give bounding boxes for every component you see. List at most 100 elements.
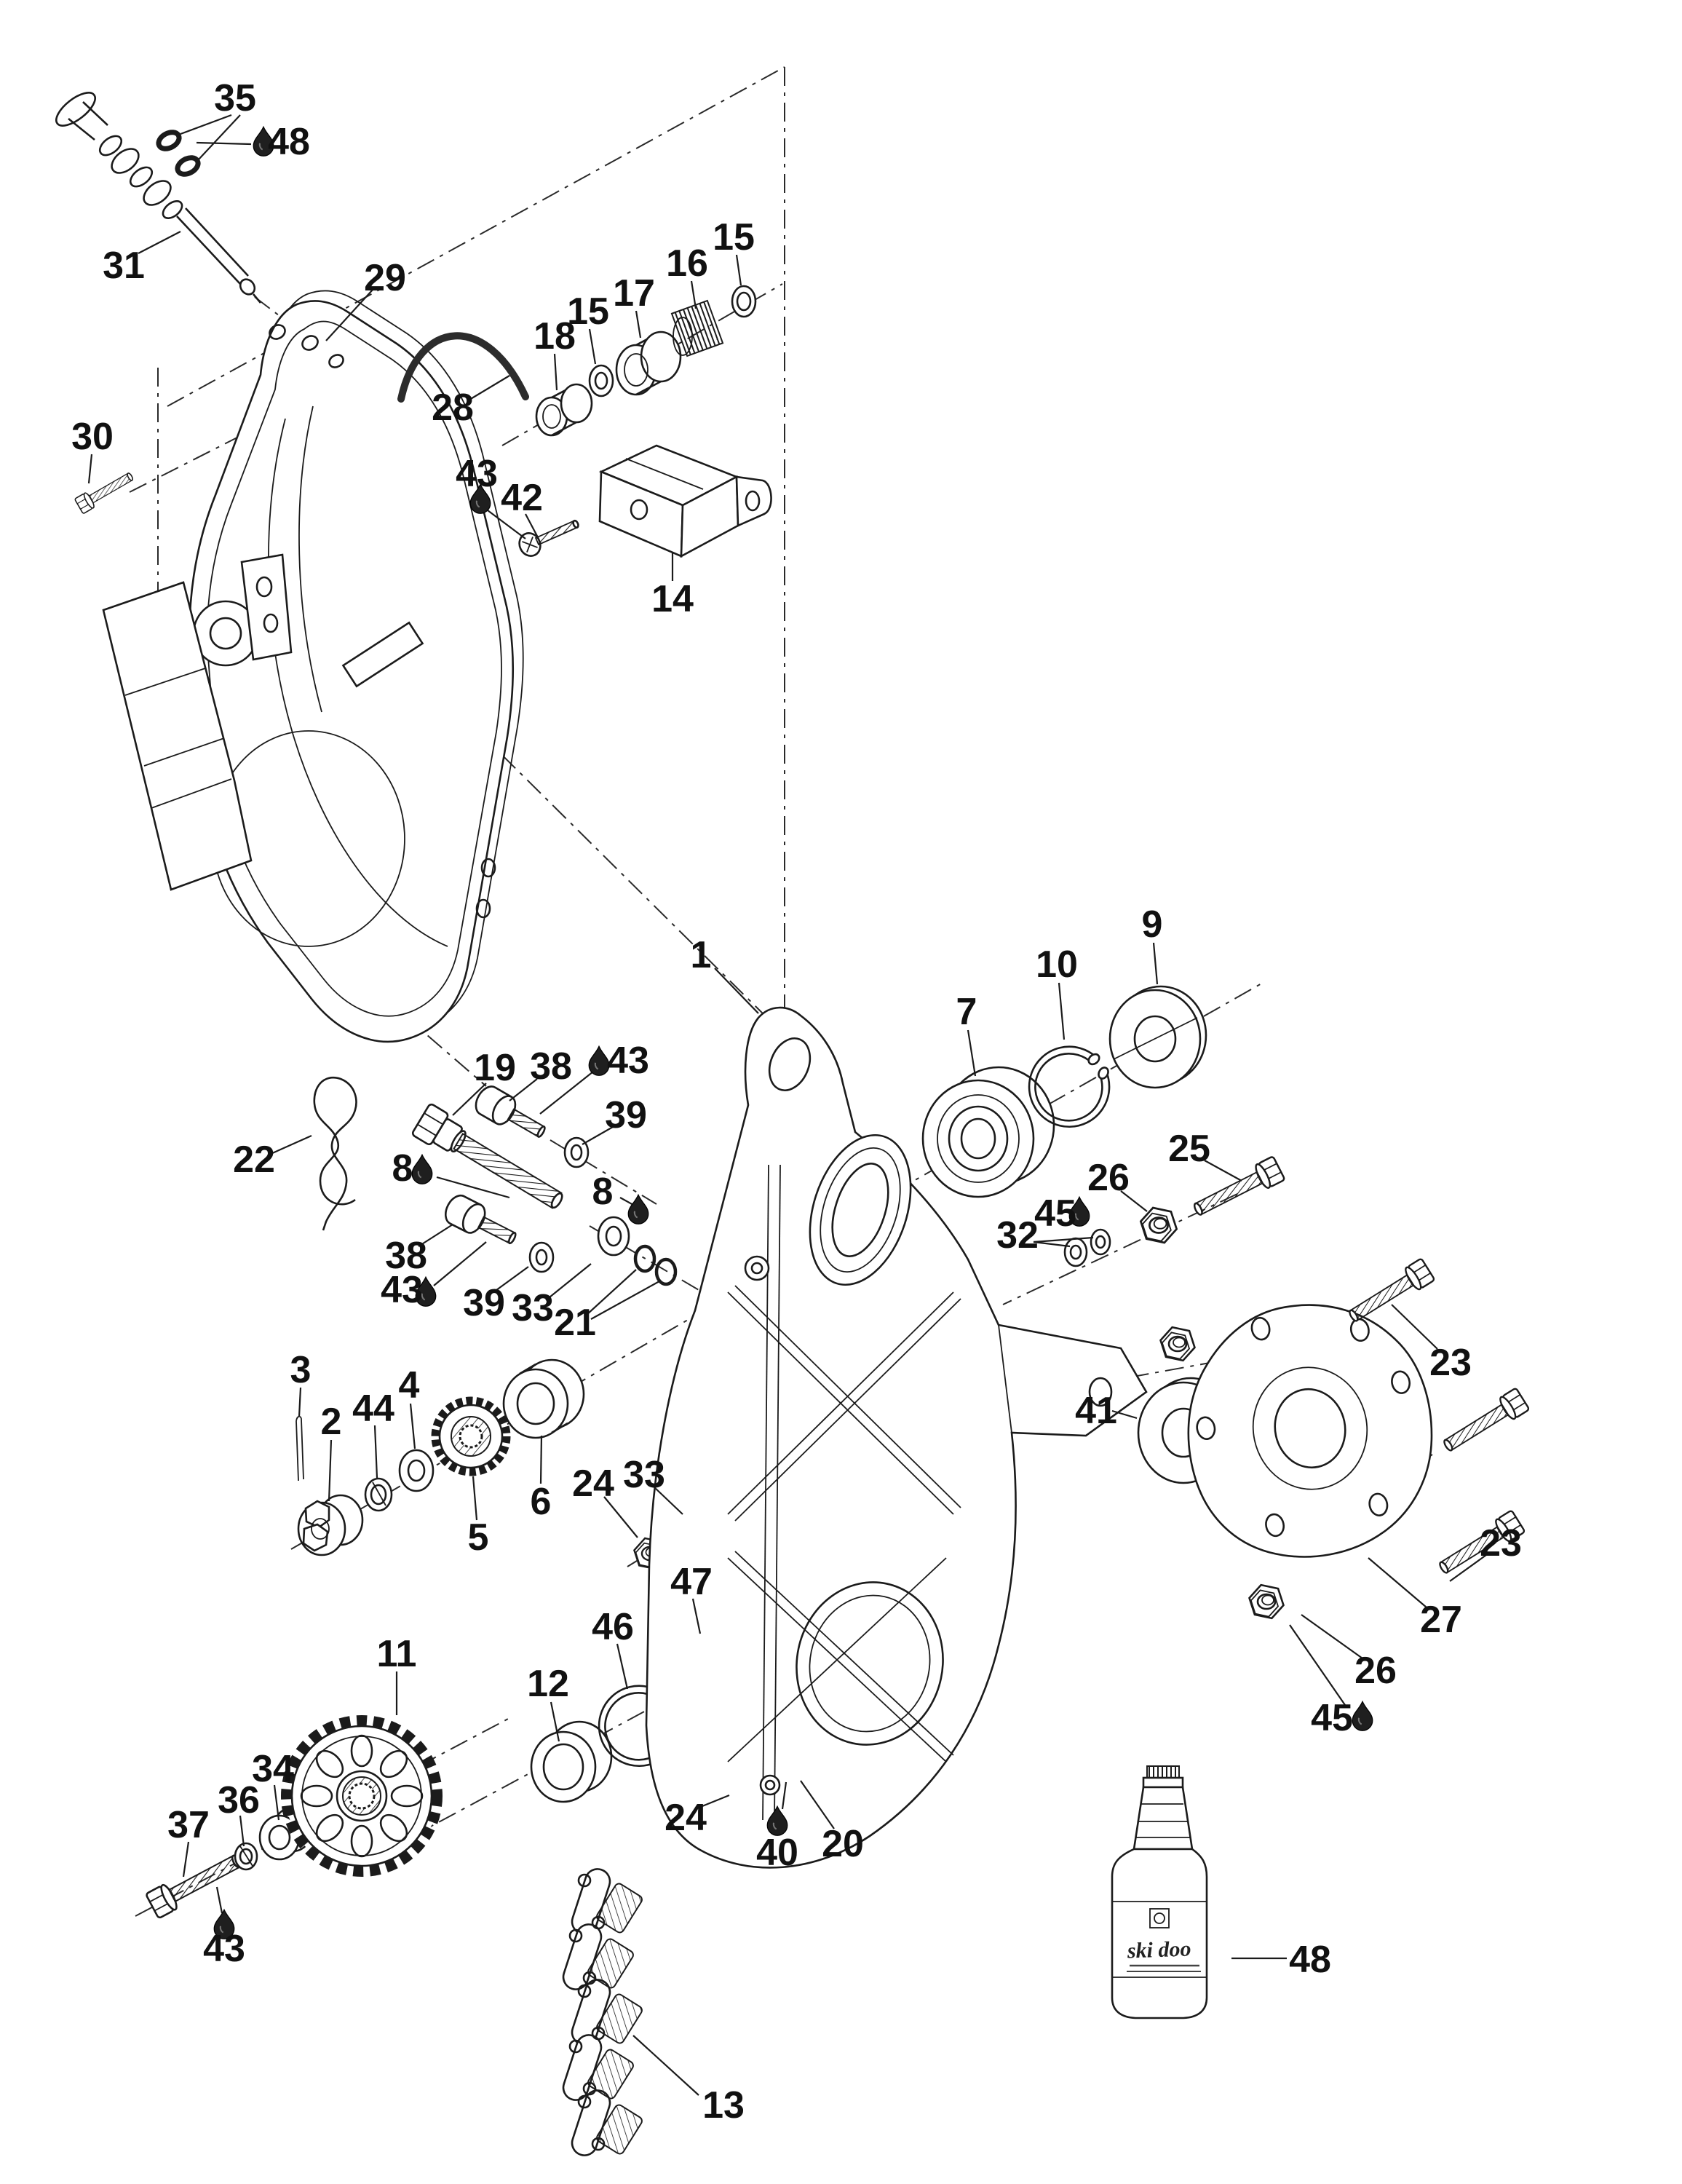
leader-line [545,1263,592,1301]
leader-line [273,1784,280,1821]
washer-15-mid [588,364,614,397]
leader-line [239,1815,245,1847]
countershaft-stack [295,1358,705,1572]
washer-39-top [563,1136,590,1168]
callout-26: 26 [1087,1157,1130,1199]
callout-16: 16 [666,242,708,285]
leader-line [735,254,742,286]
washers-32 [1063,1228,1111,1267]
bolt-30 [74,467,137,515]
callout-5: 5 [468,1516,489,1559]
o-ring-35 [175,155,201,177]
callout-11: 11 [377,1633,417,1675]
leader-line [452,1083,487,1116]
upper-output-stack [921,985,1207,1198]
leader-line [553,353,558,391]
bolt-38-top [470,1081,552,1147]
nut-26-lower [1245,1582,1288,1621]
upper-bearing-stack [535,285,757,437]
bearing-6 [502,1358,585,1439]
leader-line [525,513,539,539]
leader-line [714,968,759,1014]
leader-line [182,1841,190,1878]
callout-45: 45 [1034,1192,1076,1235]
bolt-37 [144,1846,247,1920]
callout-8: 8 [592,1171,614,1213]
callout-22: 22 [233,1139,275,1181]
leader-line [298,1387,302,1417]
leader-line [550,1701,560,1742]
needle-cage-16 [670,299,724,357]
leader-line [138,231,181,254]
bearing-12 [530,1720,613,1803]
cotter-pin-3 [295,1415,304,1481]
callout-48: 48 [1289,1939,1331,1981]
bushing-18 [535,383,593,437]
leader-line [418,1224,453,1247]
callout-34: 34 [252,1748,294,1790]
leader-line [800,1780,835,1829]
callout-12: 12 [527,1663,569,1705]
callout-19: 19 [474,1047,516,1089]
callout-30: 30 [71,416,114,458]
right-fastener-cluster [1063,1155,1531,1621]
gear-5 [431,1396,511,1476]
bolt-23-b [1438,1387,1531,1459]
washer-9 [1108,985,1207,1089]
leader-line [586,1269,637,1315]
hairpin-clip-22 [313,1077,357,1231]
washer-33-mid [597,1216,630,1257]
callout-33: 33 [512,1287,554,1329]
callout-24: 24 [665,1797,707,1839]
callout-4: 4 [399,1364,420,1406]
oil-bottle-48: ski doo [1111,1765,1208,2019]
leader-line [603,1496,638,1538]
leader-line [469,375,510,400]
callout-43: 43 [607,1040,649,1082]
leader-line [539,1435,543,1484]
leader-line [436,1176,510,1199]
callout-2: 2 [321,1401,342,1443]
leader-line [619,1197,634,1206]
leader-line [1368,1557,1427,1608]
leader-line [270,1134,312,1155]
callout-31: 31 [103,245,145,287]
callout-37: 37 [167,1804,210,1846]
leader-line [588,328,597,365]
leader-line [1033,1236,1094,1243]
callout-15: 15 [713,216,755,258]
circlip-10 [1028,1045,1111,1128]
callout-42: 42 [501,477,543,519]
callout-23: 23 [1480,1522,1522,1564]
bolt-23-a [1344,1257,1436,1329]
nut-26-upper [1136,1205,1181,1246]
callout-21: 21 [554,1302,596,1344]
callout-10: 10 [1036,943,1078,986]
leader-line [328,1439,333,1502]
leader-line [215,1886,223,1914]
callout-13: 13 [702,2084,745,2126]
leader-line [653,1486,683,1515]
o-ring-21 [633,1244,656,1273]
drive-chain-13 [562,1868,643,2156]
leader-line [698,1794,730,1809]
sprocket-11 [281,1715,443,1877]
castle-nut-2 [297,1494,364,1556]
leader-line [1391,1304,1438,1350]
leader-line [87,454,93,484]
leader-lines [87,114,1487,2096]
callout-39: 39 [605,1094,647,1136]
hose-28 [397,332,529,403]
fastener-cluster [313,1077,678,1286]
leader-line [1152,942,1159,985]
callout-36: 36 [218,1779,260,1821]
leader-line [1204,1160,1242,1182]
leader-line [493,1266,529,1293]
leader-line [691,1598,702,1634]
lock-washer-44 [364,1477,393,1512]
oil-drop-icon [588,1045,610,1077]
axis-line [550,1139,657,1205]
callout-46: 46 [592,1606,634,1648]
bracket-14-group [518,444,772,558]
